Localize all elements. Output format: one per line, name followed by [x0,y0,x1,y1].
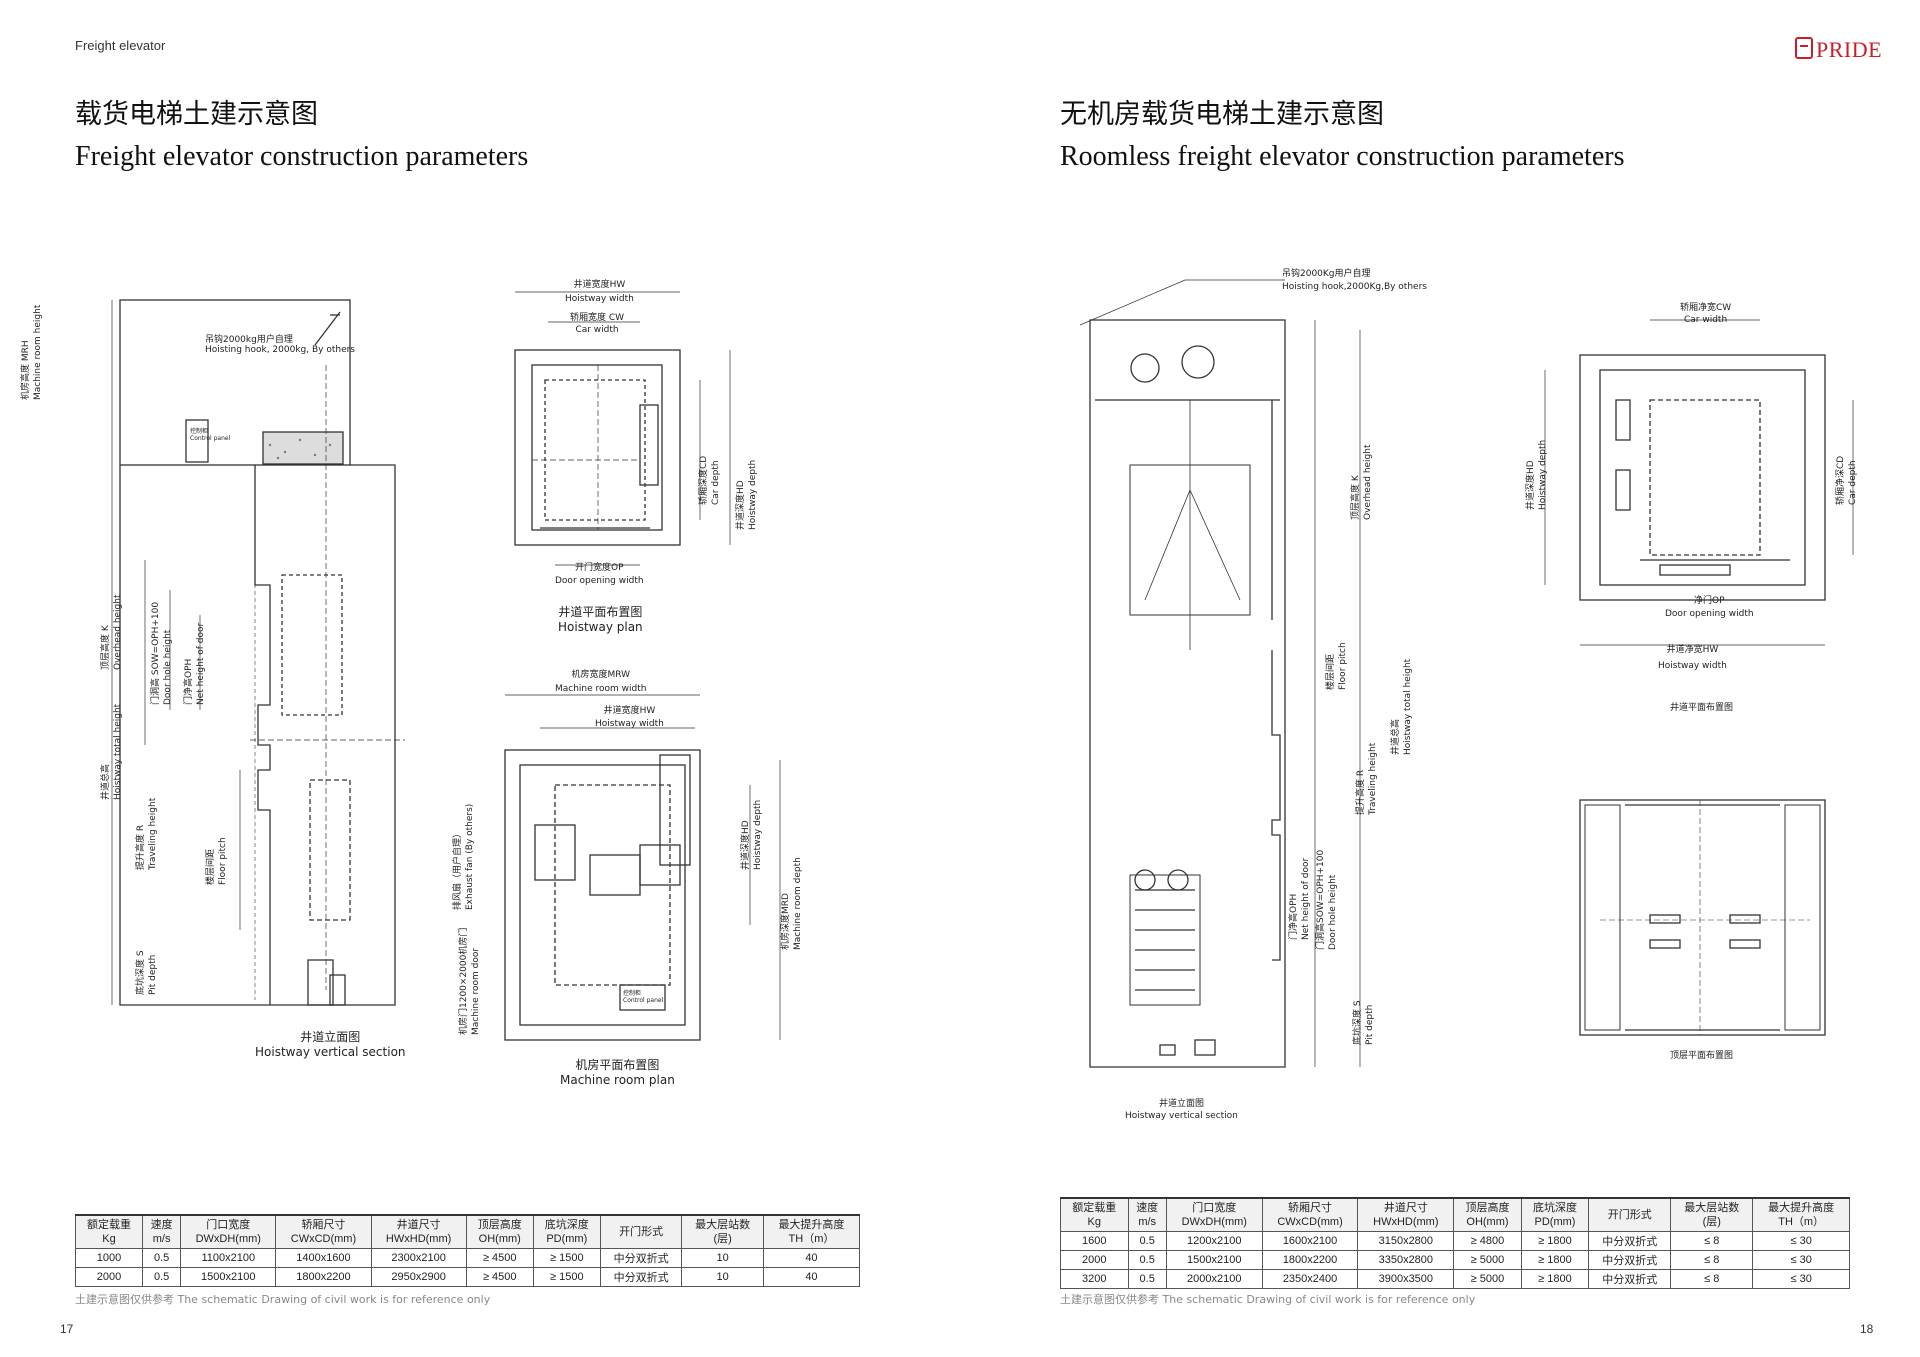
left-fan-label: 排风扇（用户自理）Exhaust fan (By others) [453,803,475,910]
right-title-en: Roomless freight elevator construction p… [1060,141,1625,172]
left-hook-label: 吊钩2000kg用户自理 Hoisting hook, 2000kg, By o… [205,335,355,355]
logo-icon [1795,37,1813,59]
right-note: 土建示意图仅供参考 The schematic Drawing of civil… [1060,1293,1476,1306]
left-title-en: Freight elevator construction parameters [75,141,529,172]
right-top-caption: 顶层平面布置图 [1670,1051,1734,1061]
left-page-number: 17 [60,1322,74,1336]
right-title-cn: 无机房载货电梯土建示意图 [1060,99,1384,130]
left-drawings [111,291,781,1041]
brand-name: PRIDE [1816,37,1883,62]
right-plan-caption: 井道平面布置图 [1670,703,1734,713]
left-title-cn: 载货电梯土建示意图 [75,99,318,130]
right-drawings [1079,279,1854,1068]
right-page-number: 18 [1860,1322,1874,1336]
left-note: 土建示意图仅供参考 The schematic Drawing of civil… [75,1293,491,1306]
section-header: Freight elevator [75,38,166,53]
machine-room-outline [119,299,351,466]
left-control-label: 控制柜 Control panel [190,428,231,442]
concrete-hatch [268,438,332,460]
brand-logo: PRIDE [1795,37,1882,63]
